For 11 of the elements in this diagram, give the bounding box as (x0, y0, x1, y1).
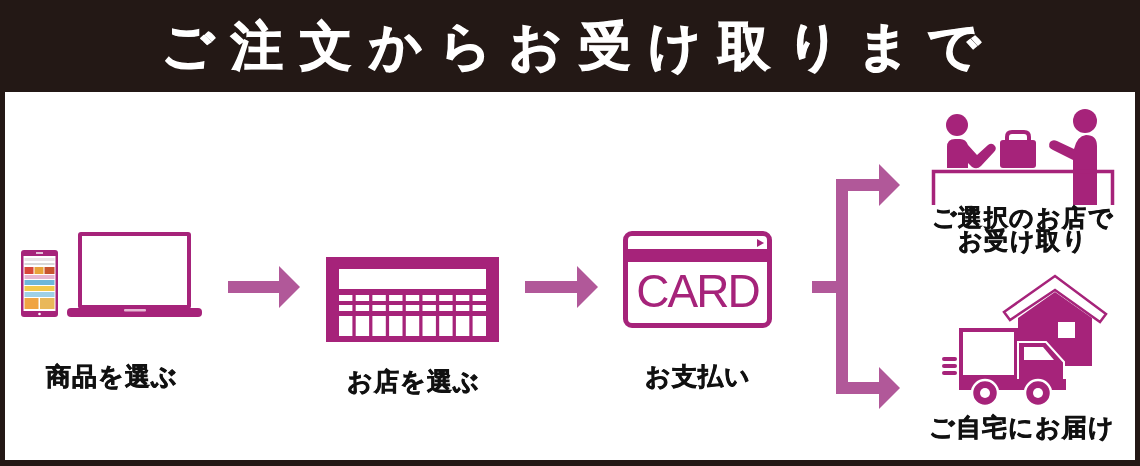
step-caption: お支払い (645, 364, 751, 390)
arrow (525, 266, 598, 308)
arrow (228, 266, 300, 308)
step-caption: ご自宅にお届け (929, 415, 1115, 441)
card-label: CARD (636, 267, 759, 314)
step-caption: お店を選ぶ (346, 369, 480, 395)
step-caption: ご選択のお店でお受け取り (931, 207, 1115, 253)
arrow (836, 287, 900, 409)
arrow (836, 164, 900, 287)
step-caption: 商品を選ぶ (46, 364, 178, 390)
title: ご注文からお受け取りまで (159, 16, 997, 76)
